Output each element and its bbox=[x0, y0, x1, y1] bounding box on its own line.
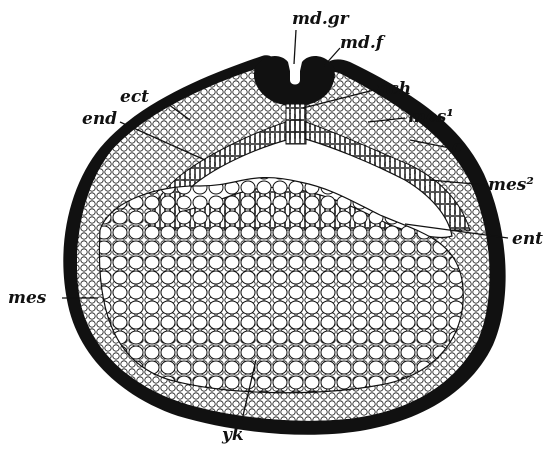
label-ect: ect bbox=[120, 87, 149, 107]
label-mes2: mes² bbox=[488, 175, 534, 195]
label-c: c bbox=[452, 137, 463, 157]
label-end: end bbox=[82, 109, 117, 129]
label-md-gr: md.gr bbox=[292, 9, 350, 29]
label-nch: nch bbox=[376, 79, 411, 99]
label-yk: yk bbox=[221, 425, 244, 445]
label-mes1: mes¹ bbox=[408, 107, 454, 127]
label-mes: mes bbox=[8, 288, 47, 308]
notochord bbox=[286, 104, 306, 144]
label-md-f: md.f bbox=[340, 33, 386, 53]
label-ent: ent bbox=[512, 229, 543, 249]
